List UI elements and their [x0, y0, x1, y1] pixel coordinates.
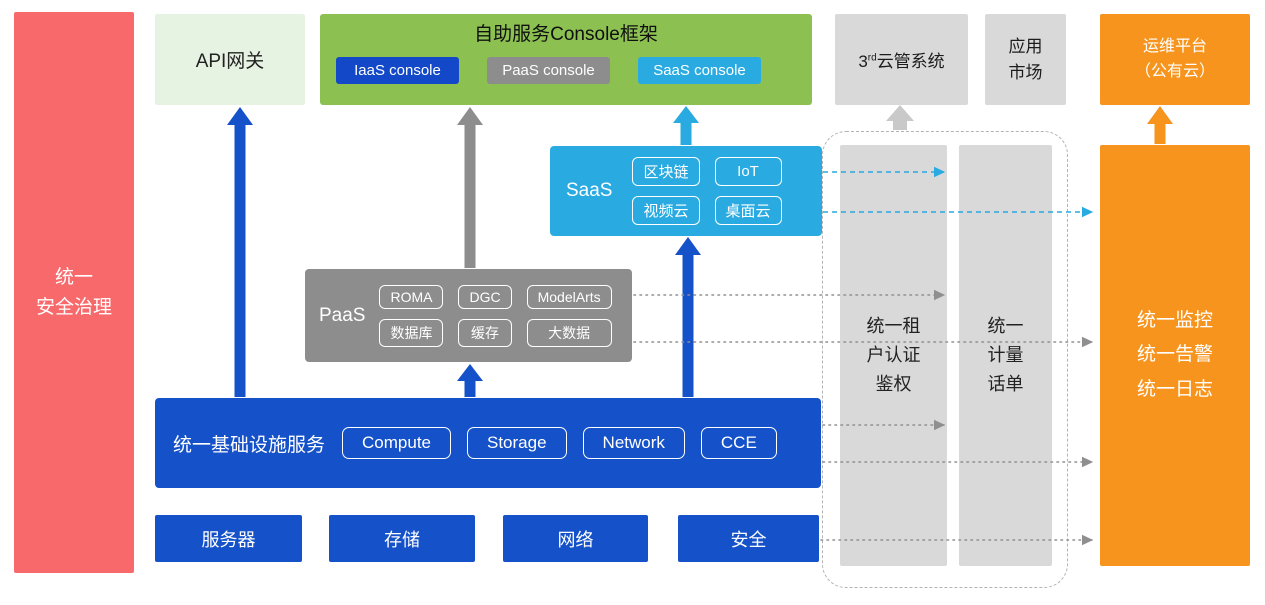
server-label: 服务器 — [201, 529, 256, 550]
storage-box: 存储 — [329, 515, 475, 562]
console-framework-title: 自助服务Console框架 — [474, 24, 658, 45]
app-market-box: 应用 市场 — [985, 14, 1066, 105]
security-label: 安全 — [730, 529, 767, 550]
network-label: 网络 — [557, 529, 594, 550]
chip-cce: CCE — [700, 427, 777, 459]
security-governance-label: 统一 安全治理 — [35, 267, 112, 318]
monitoring-alarm-log-bar: 统一监控 统一告警 统一日志 — [1100, 145, 1250, 566]
third-party-cloud-mgmt-box: 3rd云管系统 — [835, 14, 968, 105]
chip-bigdata: 大数据 — [526, 318, 612, 347]
third-party-label-superscript: rd — [867, 52, 877, 64]
infrastructure-services-bar: 统一基础设施服务 Compute Storage Network CCE — [155, 398, 821, 488]
saas-console-button: SaaS console — [638, 57, 761, 84]
arrow-shared-to-third-party — [886, 105, 914, 130]
arrow-saas-to-console — [673, 106, 699, 145]
chip-blockchain: 区块链 — [632, 157, 700, 186]
saas-chip-grid: 区块链 IoT 视频云 桌面云 — [632, 157, 782, 225]
storage-label: 存储 — [384, 529, 420, 550]
server-box: 服务器 — [155, 515, 302, 562]
saas-box: SaaS 区块链 IoT 视频云 桌面云 — [550, 146, 822, 236]
console-framework-box: 自助服务Console框架 IaaS console PaaS console … — [320, 14, 812, 105]
paas-box: PaaS ROMA DGC ModelArts 数据库 缓存 大数据 — [305, 269, 632, 362]
security-governance-bar: 统一 安全治理 — [14, 12, 134, 573]
chip-dgc: DGC — [458, 284, 512, 309]
arrow-monitor-to-ops-platform — [1147, 106, 1173, 144]
chip-video-cloud: 视频云 — [632, 196, 700, 225]
chip-roma: ROMA — [379, 284, 444, 309]
chip-compute: Compute — [342, 427, 451, 459]
app-market-label: 应用 市场 — [1008, 37, 1043, 82]
third-party-label-suffix: 云管系统 — [876, 52, 945, 71]
third-party-label-prefix: 3 — [858, 52, 868, 71]
metering-billing-label: 统一 计量 话单 — [987, 316, 1024, 394]
infrastructure-services-label: 统一基础设施服务 — [173, 434, 326, 456]
infrastructure-chip-row: Compute Storage Network CCE — [342, 427, 777, 459]
chip-modelarts: ModelArts — [526, 284, 612, 309]
arrow-paas-to-console — [457, 107, 483, 268]
tenant-auth-label: 统一租 户认证 鉴权 — [866, 316, 921, 394]
third-party-cloud-mgmt-label: 3rd云管系统 — [858, 47, 944, 72]
chip-database: 数据库 — [379, 318, 444, 347]
security-box: 安全 — [678, 515, 819, 562]
arrow-infra-to-saas — [675, 237, 701, 397]
chip-desktop-cloud: 桌面云 — [714, 196, 782, 225]
metering-billing-column: 统一 计量 话单 — [959, 145, 1052, 566]
iaas-console-button: IaaS console — [336, 57, 459, 84]
chip-network: Network — [582, 427, 685, 459]
network-box: 网络 — [503, 515, 648, 562]
monitoring-alarm-log-label: 统一监控 统一告警 统一日志 — [1136, 310, 1213, 400]
api-gateway-label: API网关 — [195, 51, 265, 72]
paas-chip-grid: ROMA DGC ModelArts 数据库 缓存 大数据 — [379, 284, 612, 347]
console-buttons-row: IaaS console PaaS console SaaS console — [320, 57, 812, 84]
paas-label: PaaS — [319, 304, 366, 326]
tenant-auth-column: 统一租 户认证 鉴权 — [840, 145, 947, 566]
paas-console-button: PaaS console — [487, 57, 610, 84]
ops-platform-label: 运维平台 （公有云） — [1134, 37, 1215, 80]
arrow-infra-to-api-gateway — [227, 107, 253, 397]
chip-iot: IoT — [714, 157, 782, 186]
chip-storage: Storage — [467, 427, 567, 459]
arrow-infra-to-paas — [457, 364, 483, 397]
chip-cache: 缓存 — [458, 318, 512, 347]
api-gateway-box: API网关 — [155, 14, 305, 105]
saas-label: SaaS — [566, 180, 613, 201]
shared-services-dashed-frame — [822, 131, 1068, 588]
ops-platform-box: 运维平台 （公有云） — [1100, 14, 1250, 105]
